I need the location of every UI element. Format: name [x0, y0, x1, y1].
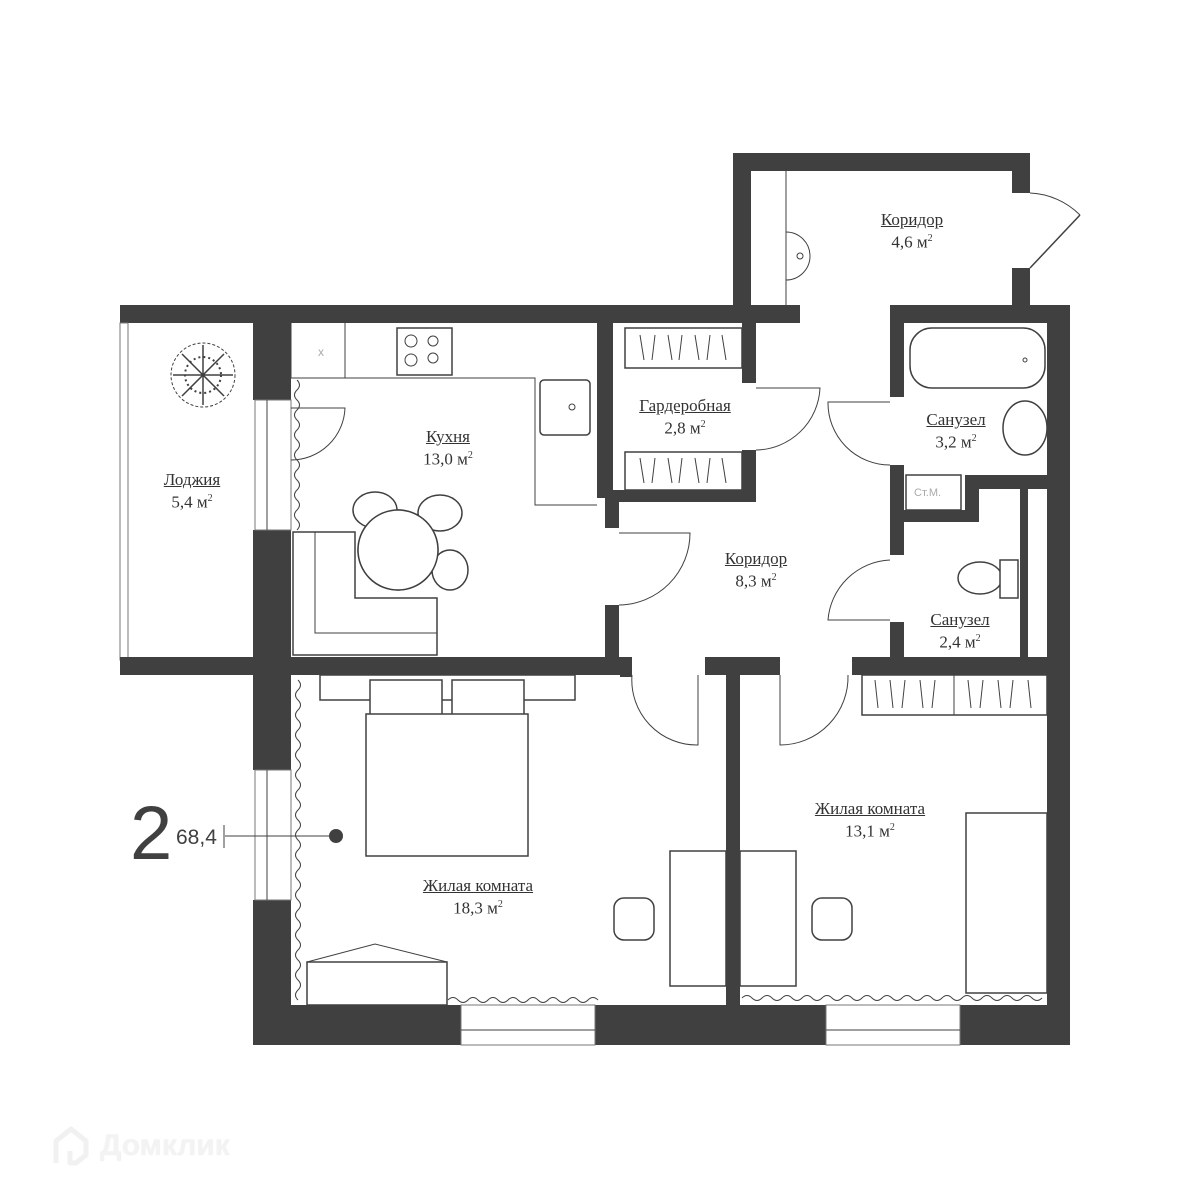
- room-name: Санузел: [926, 410, 986, 429]
- room-label-corridor-main: Коридор 8,3 м2: [725, 549, 787, 591]
- room-area: 4,6 м2: [891, 232, 933, 252]
- house-logo-icon: [53, 1126, 89, 1166]
- svg-text:x: x: [318, 345, 324, 359]
- room-label-loggia: Лоджия 5,4 м2: [164, 470, 220, 512]
- room-name: Коридор: [724, 549, 788, 568]
- room-name: Лоджия: [163, 470, 221, 489]
- doors: [290, 192, 1081, 746]
- room-area: 2,4 м2: [939, 632, 981, 652]
- location-marker-icon: [329, 829, 343, 843]
- room-name: Жилая комната: [814, 799, 926, 818]
- room-name: Коридор: [880, 210, 944, 229]
- room-name: Жилая комната: [422, 876, 534, 895]
- total-area: 68,4: [176, 826, 217, 849]
- rooms-count: 2: [130, 791, 173, 876]
- room-label-living-room-2: Жилая комната 13,1 м2: [815, 799, 925, 841]
- furniture: x Ст.М.: [170, 171, 1048, 1006]
- room-name: Санузел: [930, 610, 990, 629]
- plant-icon: [170, 342, 236, 408]
- room-area: 8,3 м2: [735, 571, 777, 591]
- watermark-brand: Домклик: [100, 1129, 230, 1162]
- room-label-living-room-1: Жилая комната 18,3 м2: [423, 876, 533, 918]
- room-area: 13,1 м2: [845, 821, 895, 841]
- room-name: Кухня: [426, 427, 470, 446]
- room-area: 3,2 м2: [935, 432, 977, 452]
- room-name: Гардеробная: [639, 396, 731, 415]
- walls: [119, 153, 1070, 1045]
- room-area: 13,0 м2: [423, 449, 473, 469]
- room-label-bathroom-2: Санузел 2,4 м2: [930, 610, 989, 652]
- room-label-corridor-entry: Коридор 4,6 м2: [881, 210, 943, 252]
- watermark: Домклик: [50, 1125, 230, 1167]
- room-label-kitchen: Кухня 13,0 м2: [423, 427, 473, 469]
- room-label-wardrobe: Гардеробная 2,8 м2: [639, 396, 731, 438]
- windows: [254, 399, 961, 1046]
- room-area: 2,8 м2: [664, 418, 706, 438]
- room-area: 18,3 м2: [453, 898, 503, 918]
- room-area: 5,4 м2: [171, 492, 213, 512]
- room-label-bathroom-1: Санузел 3,2 м2: [926, 410, 985, 452]
- washing-machine-label: Ст.М.: [914, 487, 941, 499]
